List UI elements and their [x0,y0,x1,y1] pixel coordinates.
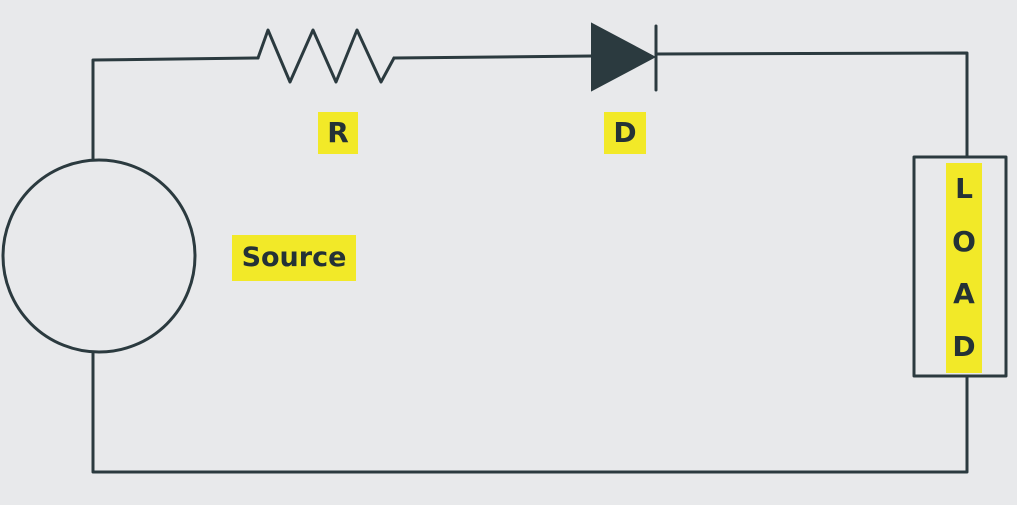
load-box [912,155,1008,378]
load-label-letter: O [952,224,976,258]
source-label: Source [232,235,356,281]
load-label-letter: A [953,277,975,311]
wire-load-to-source [91,350,969,474]
diode-triangle [591,22,657,92]
load-label-letter: L [955,172,973,206]
resistor-symbol [256,28,396,84]
source-circle [1,158,197,354]
diode-label: D [604,112,646,154]
resistor-label: R [318,112,358,154]
wire-source-to-resistor [91,56,260,162]
wire-resistor-to-diode [392,54,594,60]
wire-diode-to-load [654,51,969,159]
load-label-letter: D [952,329,976,363]
